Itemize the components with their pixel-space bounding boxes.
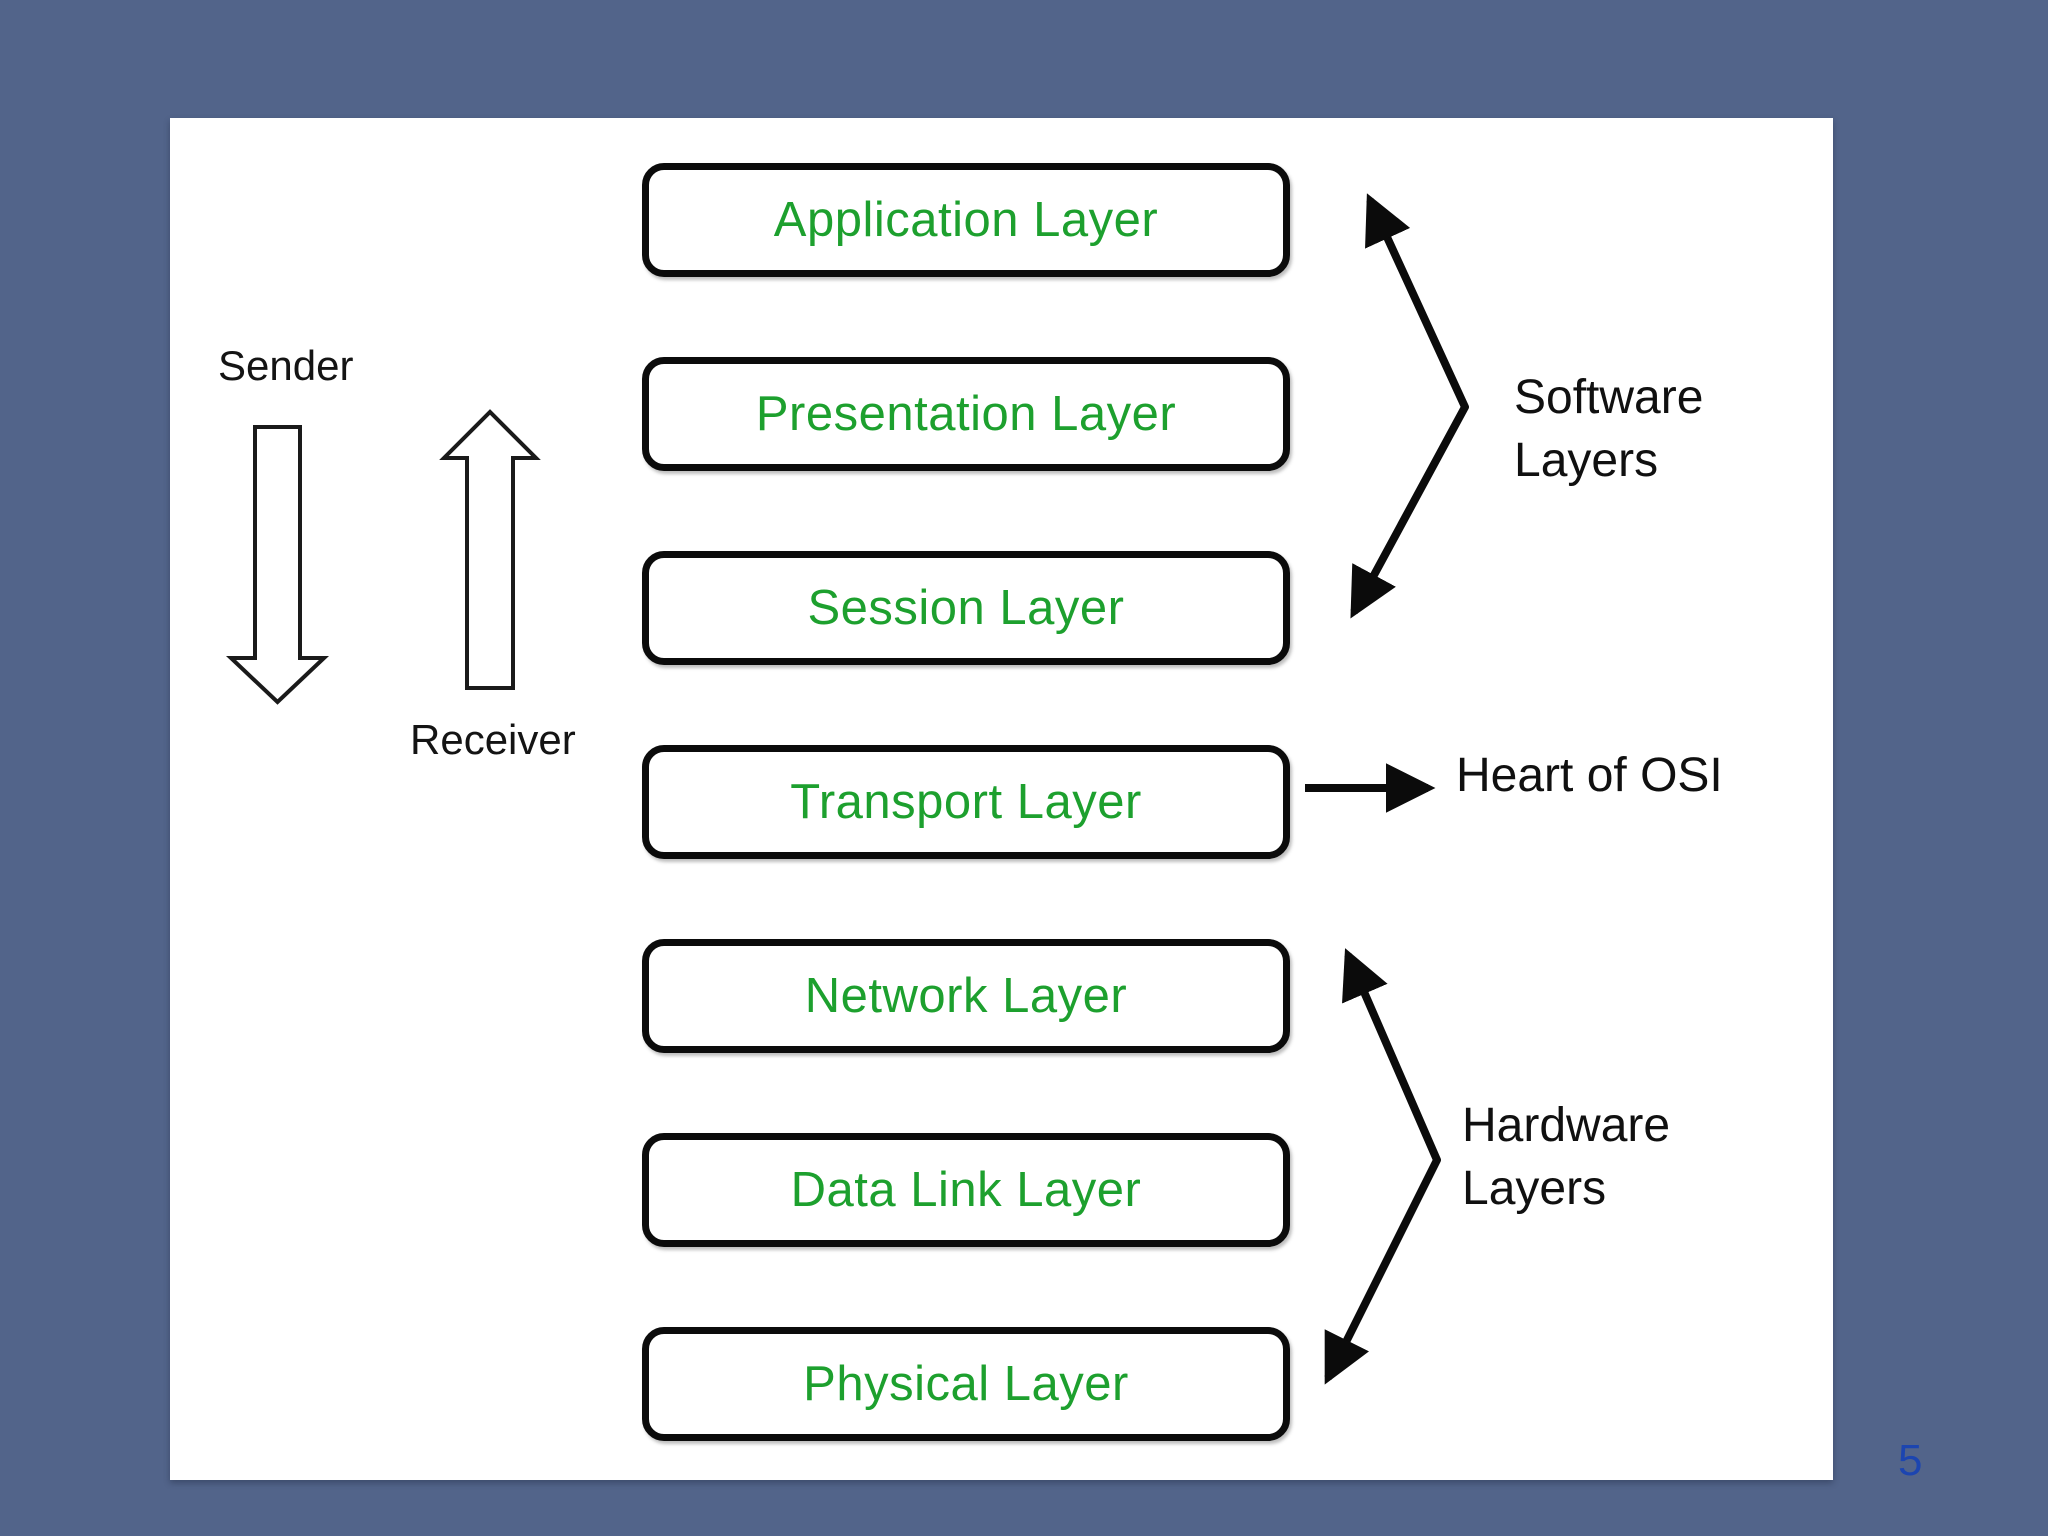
page-number: 5	[1898, 1436, 1923, 1485]
layer-label-application: Application Layer	[773, 193, 1159, 247]
receiver-label: Receiver	[410, 716, 576, 763]
layer-box-session: Session Layer	[642, 551, 1290, 665]
layer-label-session: Session Layer	[807, 581, 1125, 635]
layer-box-transport: Transport Layer	[642, 745, 1290, 859]
layer-label-network: Network Layer	[804, 969, 1128, 1023]
layer-box-presentation: Presentation Layer	[642, 357, 1290, 471]
heart-of-osi-label: Heart of OSI	[1456, 749, 1723, 802]
layer-label-transport: Transport Layer	[790, 775, 1142, 829]
layer-box-physical: Physical Layer	[642, 1327, 1290, 1441]
layer-label-data-link: Data Link Layer	[790, 1163, 1142, 1217]
sender-label: Sender	[218, 342, 354, 389]
layer-box-application: Application Layer	[642, 163, 1290, 277]
software-layers-label: Software Layers	[1514, 371, 1704, 488]
layer-box-network: Network Layer	[642, 939, 1290, 1053]
layer-label-presentation: Presentation Layer	[755, 387, 1177, 441]
layer-label-physical: Physical Layer	[803, 1357, 1129, 1411]
hardware-layers-label: Hardware Layers	[1462, 1099, 1671, 1216]
layer-box-data-link: Data Link Layer	[642, 1133, 1290, 1247]
